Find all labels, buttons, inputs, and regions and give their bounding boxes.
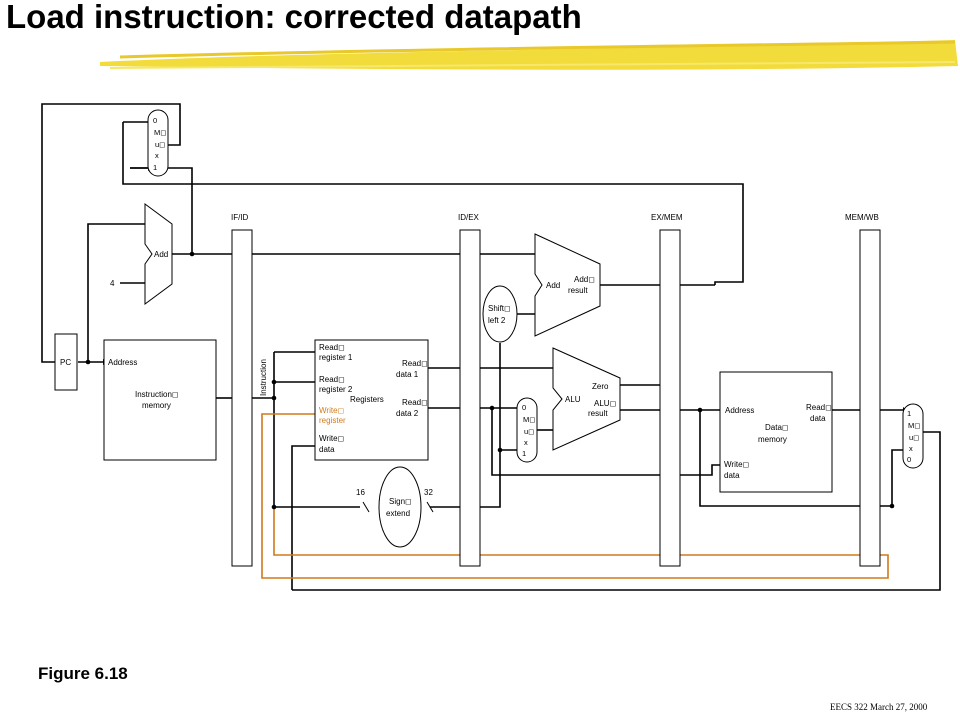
data-memory [719, 371, 833, 493]
pc-adder [144, 203, 173, 305]
dmem-address-label: Address [725, 406, 754, 415]
alu-result-label: result [588, 409, 608, 418]
branch-target-wire [122, 122, 744, 285]
title-brush-stroke [100, 40, 958, 70]
wire [680, 464, 720, 476]
branch-adder-input-label: Add [546, 281, 560, 290]
ifid-label: IF/ID [231, 213, 249, 222]
alu-mux-label: 1 [522, 449, 526, 458]
read-register-1-label: register 1 [319, 353, 353, 362]
dmem-write-data-label: Write◻ [724, 460, 749, 469]
wb-mux-label: x [909, 444, 913, 453]
sign-extend-unit [378, 466, 422, 548]
shift-left-label: Shift◻ [488, 304, 511, 313]
slide-title: Load instruction: corrected datapath [6, 0, 582, 35]
read-data-1-label: data 1 [396, 370, 419, 379]
pc-label: PC [60, 358, 71, 367]
pc-to-adder-wire [87, 223, 145, 362]
alu-mux-label: M◻ [523, 415, 535, 424]
read-register-1-label: Read◻ [319, 343, 345, 352]
read-register-2-label: Read◻ [319, 375, 345, 384]
dmem-write-data-label: data [724, 471, 740, 480]
pc-mux-label: u◻ [155, 140, 165, 149]
pc-mux-label: 0 [153, 116, 157, 125]
wire [480, 449, 517, 508]
bus-width-tick [362, 501, 370, 513]
sign-extend-label: Sign◻ [389, 497, 412, 506]
wb-mux-label: 0 [907, 455, 911, 464]
sign-extend-input-width: 16 [356, 488, 365, 497]
exmem-label: EX/MEM [651, 213, 683, 222]
branch-adder [534, 233, 601, 337]
instruction-label: Instruction [259, 359, 268, 396]
ifid-register [231, 229, 253, 567]
write-register-label: register [319, 416, 346, 425]
alu-label: ALU [565, 395, 581, 404]
shift-left-2-unit [482, 285, 518, 343]
wb-mux-label: u◻ [909, 433, 919, 442]
dmem-read-data-label: Read◻ [806, 403, 832, 412]
read-data-2-label: data 2 [396, 409, 419, 418]
write-register-forward-wire [273, 507, 460, 556]
sign-extend-output-width: 32 [424, 488, 433, 497]
dmem-name-label: Data◻ [765, 423, 789, 432]
exmem-register [659, 229, 681, 567]
figure-label: Figure 6.18 [38, 664, 128, 683]
program-counter [54, 333, 78, 391]
slide-footer: EECS 322 March 27, 2000 [830, 702, 928, 712]
wire [292, 431, 941, 591]
read-data-1-label: Read◻ [402, 359, 428, 368]
pc-mux-label: M◻ [154, 128, 166, 137]
instruction-memory [103, 339, 217, 461]
memwb-register [859, 229, 881, 567]
alu-result-label: ALU◻ [594, 399, 616, 408]
idex-label: ID/EX [458, 213, 480, 222]
register-file [314, 339, 429, 461]
sign-extend-label: extend [386, 509, 410, 518]
pc-feedback-wire [41, 103, 181, 363]
wire [880, 449, 903, 507]
bus-width-tick [426, 501, 434, 513]
branch-adder-output-label: Add◻ [574, 275, 595, 284]
alu [552, 347, 621, 451]
writeback-data-wire [291, 445, 315, 590]
wb-mux-label: M◻ [908, 421, 920, 430]
memwb-label: MEM/WB [845, 213, 879, 222]
read-register-2-label: register 2 [319, 385, 353, 394]
write-register-return-wire [261, 413, 889, 579]
dmem-read-data-label: data [810, 414, 826, 423]
wire [699, 410, 860, 507]
dmem-name-label: memory [758, 435, 787, 444]
writeback-mux [902, 403, 924, 469]
alu-mux-label: u◻ [524, 427, 534, 436]
wb-mux-label: 1 [907, 409, 911, 418]
write-data-label: Write◻ [319, 434, 344, 443]
imem-name-label: Instruction◻ [135, 390, 179, 399]
pc-mux-label: x [155, 151, 159, 160]
registers-name-label: Registers [350, 395, 384, 404]
imem-address-label: Address [108, 358, 137, 367]
write-register-label: Write◻ [319, 406, 344, 415]
shift-left-label: left 2 [488, 316, 506, 325]
idex-register [459, 229, 481, 567]
alu-zero-label: Zero [592, 382, 609, 391]
pc-mux [147, 109, 169, 177]
pc-mux-label: 1 [153, 163, 157, 172]
read-data-2-label: Read◻ [402, 398, 428, 407]
imem-name-label: memory [142, 401, 171, 410]
alu-source-mux [516, 397, 538, 463]
write-data-label: data [319, 445, 335, 454]
alu-mux-label: x [524, 438, 528, 447]
branch-adder-output-label: result [568, 286, 588, 295]
wire [491, 408, 660, 476]
constant-four-label: 4 [110, 279, 115, 288]
alu-mux-label: 0 [522, 403, 526, 412]
pc-adder-label: Add [154, 250, 168, 259]
